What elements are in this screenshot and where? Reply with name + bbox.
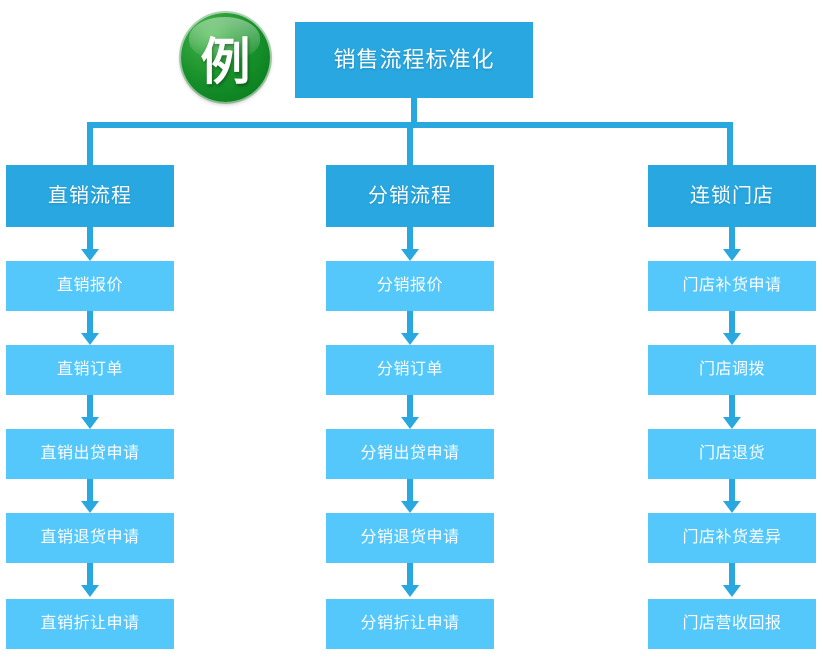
node-c3-4[interactable]: 门店营收回报	[648, 599, 816, 649]
arrow-c3-3	[723, 479, 741, 513]
arrow-c1-4	[81, 563, 99, 597]
arrow-c1-0	[81, 227, 99, 261]
arrow-c1-1	[81, 311, 99, 345]
arrow-c3-1	[723, 311, 741, 345]
column-header-2[interactable]: 分销流程	[326, 165, 494, 227]
connector-drop-column-1	[87, 122, 93, 166]
connector-root-stem	[411, 98, 417, 128]
node-c3-1[interactable]: 门店调拨	[648, 345, 816, 395]
node-c1-1[interactable]: 直销订单	[6, 345, 174, 395]
arrow-c1-2	[81, 395, 99, 429]
node-c2-2[interactable]: 分销出贷申请	[326, 429, 494, 479]
arrow-c2-4	[401, 563, 419, 597]
connector-drop-column-3	[727, 122, 733, 166]
arrow-c2-1	[401, 311, 419, 345]
arrow-c3-0	[723, 227, 741, 261]
node-c2-4[interactable]: 分销折让申请	[326, 599, 494, 649]
node-c1-2[interactable]: 直销出贷申请	[6, 429, 174, 479]
arrow-c3-4	[723, 563, 741, 597]
badge-character: 例	[200, 32, 251, 91]
node-c2-1[interactable]: 分销订单	[326, 345, 494, 395]
node-c2-3[interactable]: 分销退货申请	[326, 513, 494, 563]
node-c3-0[interactable]: 门店补货申请	[648, 261, 816, 311]
example-badge-icon: 例	[181, 13, 270, 102]
arrow-c2-3	[401, 479, 419, 513]
arrow-c2-0	[401, 227, 419, 261]
arrow-c3-2	[723, 395, 741, 429]
arrow-c1-3	[81, 479, 99, 513]
node-c1-4[interactable]: 直销折让申请	[6, 599, 174, 649]
arrow-c2-2	[401, 395, 419, 429]
column-header-1[interactable]: 直销流程	[6, 165, 174, 227]
node-c1-0[interactable]: 直销报价	[6, 261, 174, 311]
root-node-sales-process-standardization[interactable]: 销售流程标准化	[295, 22, 533, 98]
column-header-3[interactable]: 连锁门店	[648, 165, 816, 227]
node-c3-3[interactable]: 门店补货差异	[648, 513, 816, 563]
node-c2-0[interactable]: 分销报价	[326, 261, 494, 311]
connector-drop-column-2	[407, 122, 413, 166]
node-c1-3[interactable]: 直销退货申请	[6, 513, 174, 563]
node-c3-2[interactable]: 门店退货	[648, 429, 816, 479]
